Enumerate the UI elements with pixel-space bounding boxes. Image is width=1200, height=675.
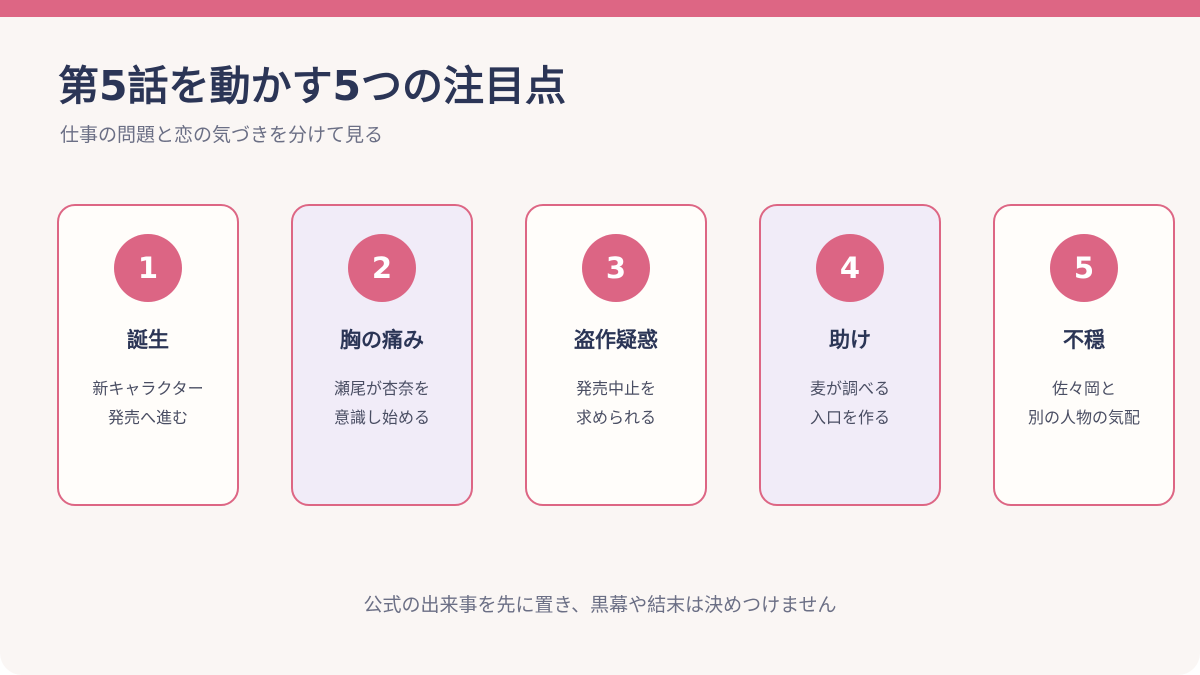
- card-desc-line: 発売へ進む: [107, 408, 188, 427]
- card-title: 助け: [829, 328, 871, 352]
- point-card-4: 4 助け 麦が調べる 入口を作る: [759, 204, 941, 506]
- card-description: 佐々岡と 別の人物の気配: [995, 374, 1173, 432]
- card-desc-line: 意識し始める: [333, 408, 430, 427]
- card-desc-line: 入口を作る: [809, 408, 890, 427]
- card-number-badge: 5: [1050, 234, 1118, 302]
- page-subtitle: 仕事の問題と恋の気づきを分けて見る: [60, 124, 384, 146]
- card-desc-line: 別の人物の気配: [1027, 408, 1140, 427]
- card-desc-line: 発売中止を: [575, 379, 656, 398]
- card-desc-line: 麦が調べる: [809, 379, 890, 398]
- card-desc-line: 求められる: [575, 408, 656, 427]
- point-card-2: 2 胸の痛み 瀬尾が杏奈を 意識し始める: [291, 204, 473, 506]
- card-description: 麦が調べる 入口を作る: [761, 374, 939, 432]
- card-title: 誕生: [127, 328, 169, 352]
- point-card-5: 5 不穏 佐々岡と 別の人物の気配: [993, 204, 1175, 506]
- card-desc-line: 佐々岡と: [1051, 379, 1116, 398]
- card-number-badge: 2: [348, 234, 416, 302]
- card-desc-line: 新キャラクター: [92, 379, 204, 398]
- card-number-badge: 4: [816, 234, 884, 302]
- card-number-badge: 3: [582, 234, 650, 302]
- card-desc-line: 瀬尾が杏奈を: [333, 379, 430, 398]
- card-description: 発売中止を 求められる: [527, 374, 705, 432]
- point-card-3: 3 盗作疑惑 発売中止を 求められる: [525, 204, 707, 506]
- card-description: 新キャラクター 発売へ進む: [59, 374, 237, 432]
- top-accent-bar: [0, 0, 1200, 17]
- page-title: 第5話を動かす5つの注目点: [58, 62, 567, 110]
- card-title: 胸の痛み: [340, 328, 424, 352]
- point-card-1: 1 誕生 新キャラクター 発売へ進む: [57, 204, 239, 506]
- card-title: 盗作疑惑: [574, 328, 658, 352]
- card-description: 瀬尾が杏奈を 意識し始める: [293, 374, 471, 432]
- card-number-badge: 1: [114, 234, 182, 302]
- footer-note: 公式の出来事を先に置き、黒幕や結末は決めつけません: [363, 594, 837, 616]
- card-title: 不穏: [1063, 328, 1105, 352]
